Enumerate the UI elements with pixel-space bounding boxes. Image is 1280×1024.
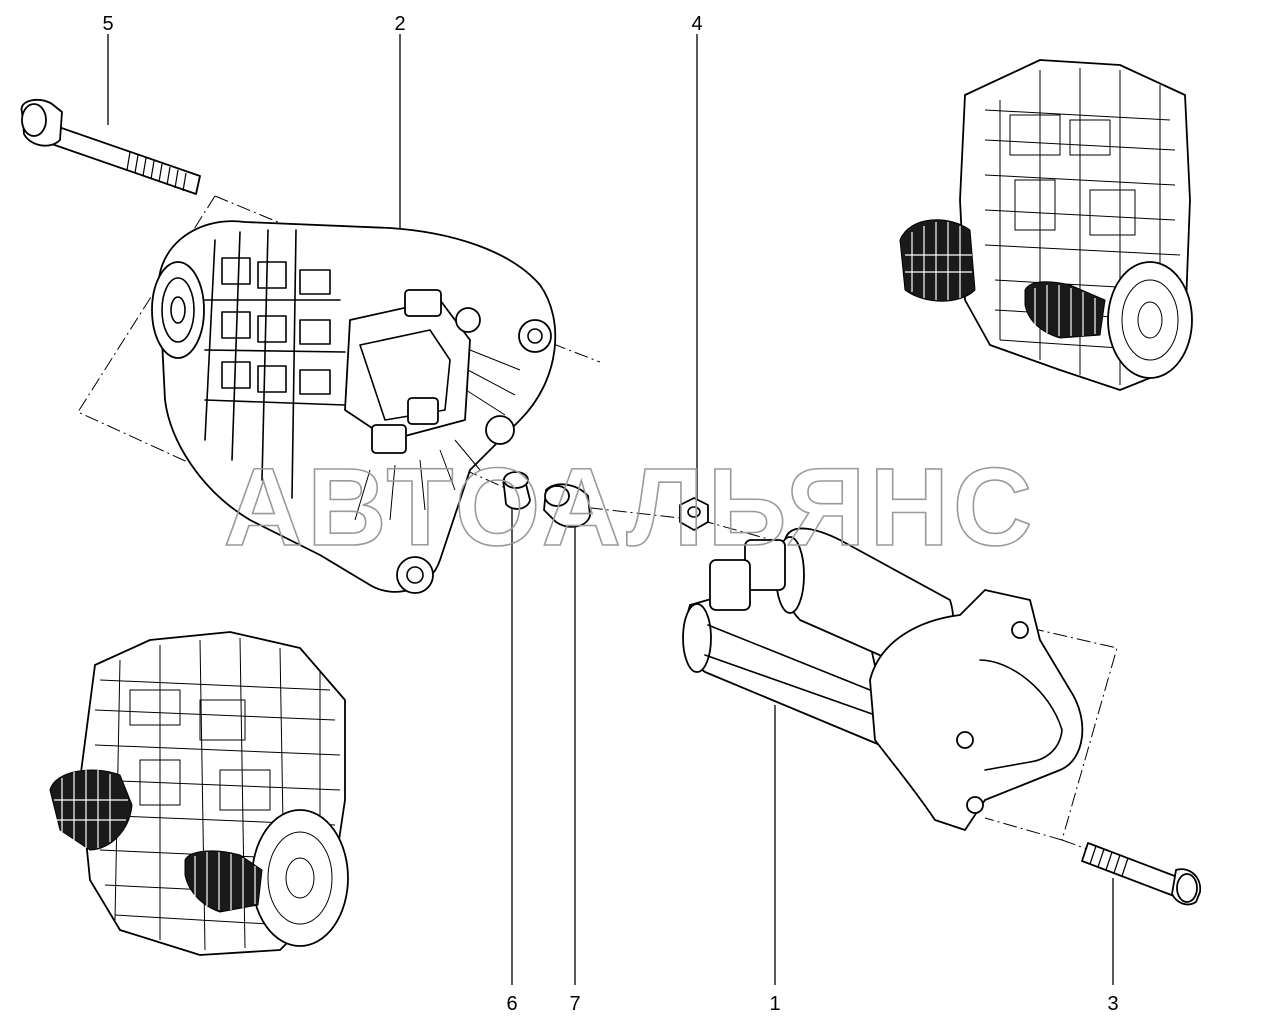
callout-2: 2 xyxy=(394,13,405,35)
callout-5: 5 xyxy=(102,13,113,35)
bolt-short xyxy=(1081,842,1201,906)
alternator xyxy=(151,220,557,594)
callout-labels: 5 2 4 6 7 1 3 xyxy=(102,13,1118,1015)
engine-location-view-bottom xyxy=(49,631,349,956)
cap-nut xyxy=(543,483,591,528)
bushing xyxy=(502,471,531,510)
nut xyxy=(679,497,709,531)
callout-4: 4 xyxy=(691,13,702,35)
callout-6: 6 xyxy=(506,993,517,1015)
callout-1: 1 xyxy=(769,993,780,1015)
callout-3: 3 xyxy=(1107,993,1118,1015)
bolt-long xyxy=(20,98,201,195)
leader-lines xyxy=(107,34,1114,985)
callout-7: 7 xyxy=(569,993,580,1015)
watermark-text: АВТОАЛЬЯНС xyxy=(224,446,1037,569)
starter-motor xyxy=(682,527,1084,831)
engine-location-view-top xyxy=(899,59,1193,391)
